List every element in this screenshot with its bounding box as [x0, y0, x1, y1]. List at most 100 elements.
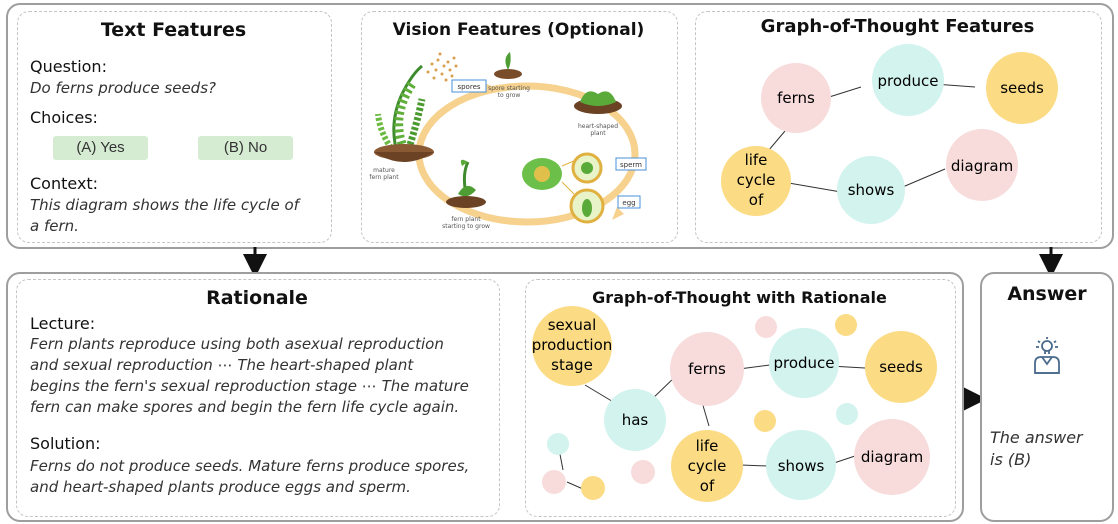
edge-ferns-produce — [738, 364, 771, 370]
node-ferns — [761, 63, 831, 133]
edge-shows-diagram — [897, 168, 946, 190]
answer-panel — [980, 272, 1114, 522]
node-life-label-1: life — [745, 151, 768, 169]
node-life-label-3: of — [749, 191, 764, 209]
reproduction-detail-illustration — [522, 152, 605, 224]
edge-ferns-produce — [825, 86, 862, 99]
node-sexual-label-3: stage — [551, 356, 593, 374]
fern-grow-label-2: starting to grow — [442, 223, 490, 230]
answer-title: Answer — [1007, 283, 1087, 305]
got-rationale-graph: sexual production stage has ferns produc… — [532, 306, 937, 502]
lecture-line-4: fern can make spores and begin the fern … — [30, 398, 460, 416]
node-seeds — [986, 52, 1058, 124]
spores-label: spores — [457, 83, 480, 91]
lecture-line-1: Fern plants reproduce using both asexual… — [30, 335, 444, 353]
node-produce — [872, 44, 944, 116]
question-label: Question: — [30, 57, 107, 76]
sperm-tag — [615, 157, 647, 171]
node-seeds-label: seeds — [1000, 79, 1044, 97]
solution-line-2: and heart-shaped plants produce eggs and… — [30, 478, 411, 496]
node-sexual-label-2: production — [532, 336, 613, 354]
got-features-title: Graph-of-Thought Features — [760, 16, 1035, 37]
small-node-pink-left — [542, 470, 566, 494]
fern-grow-label-1: fern plant — [451, 216, 481, 223]
small-node-mint-left — [547, 433, 569, 455]
node-ferns-r — [670, 332, 744, 406]
lecture-line-3: begins the fern's sexual reproduction st… — [30, 377, 469, 395]
solution-label: Solution: — [30, 434, 101, 453]
node-diagram — [946, 129, 1018, 201]
node-seeds-r — [865, 331, 937, 403]
node-life-cycle-of — [721, 146, 791, 216]
lightbulb-person-icon — [1034, 337, 1060, 374]
heart-shaped-plant-illustration — [574, 91, 622, 114]
node-life-label-2: cycle — [737, 171, 776, 189]
node-diagram-r — [854, 419, 930, 495]
lecture-line-2: and sexual reproduction ⋯ The heart-shap… — [30, 356, 414, 374]
node-has — [604, 389, 666, 451]
node-produce-r-label: produce — [773, 354, 834, 372]
small-node-yellow-top — [835, 314, 857, 336]
node-sexual-production-stage — [532, 306, 612, 386]
heart-label-1: heart-shaped — [578, 123, 618, 130]
got-features-graph: ferns produce seeds life cycle of shows … — [721, 44, 1058, 224]
context-line-2: a fern. — [30, 217, 79, 235]
node-shows-label: shows — [848, 181, 895, 199]
node-shows-r-label: shows — [778, 457, 825, 475]
node-life-cycle-of-r — [671, 430, 743, 502]
edge-small-2 — [566, 481, 584, 490]
small-node-yellow-left — [581, 476, 605, 500]
small-node-yellow-mid — [754, 410, 776, 432]
young-fern-illustration — [446, 159, 486, 208]
mature-fern-plant-illustration — [374, 64, 434, 162]
context-label: Context: — [30, 174, 99, 193]
fern-life-cycle-image: spores spore starting to grow heart-shap… — [369, 52, 647, 230]
mature-label-1: mature — [373, 167, 395, 174]
node-life-r-label-2: cycle — [688, 457, 727, 475]
edge-ferns-life — [701, 401, 710, 427]
small-node-pink-top — [755, 316, 777, 338]
heart-label-2: plant — [590, 130, 606, 137]
got-rationale-title: Graph-of-Thought with Rationale — [592, 288, 887, 307]
node-diagram-r-label: diagram — [861, 448, 923, 466]
node-shows-r — [766, 430, 836, 500]
spore-growing-illustration — [494, 52, 522, 79]
egg-label: egg — [622, 199, 635, 207]
node-life-r-label-3: of — [700, 477, 715, 495]
node-seeds-r-label: seeds — [879, 358, 923, 376]
node-diagram-label: diagram — [951, 157, 1013, 175]
cycle-arrow-2 — [612, 207, 624, 220]
node-life-r-label-1: life — [696, 437, 719, 455]
node-has-label: has — [622, 411, 649, 429]
text-features-title: Text Features — [100, 19, 247, 41]
egg-tag — [617, 195, 641, 209]
edge-sexual-has — [584, 384, 616, 404]
choice-b: (B) No — [198, 136, 293, 160]
spore-grow-label-1: spore starting — [488, 85, 530, 92]
answer-line-2: is (B) — [990, 450, 1032, 469]
vision-features-title: Vision Features (Optional) — [392, 20, 645, 40]
sperm-label: sperm — [620, 161, 642, 169]
node-shows — [837, 156, 905, 224]
node-produce-label: produce — [877, 72, 938, 90]
node-ferns-r-label: ferns — [688, 360, 726, 378]
question-text: Do ferns produce seeds? — [30, 79, 216, 97]
spores-tag — [451, 79, 487, 93]
node-ferns-label: ferns — [777, 89, 815, 107]
node-produce-r — [769, 328, 839, 398]
lecture-label: Lecture: — [30, 314, 96, 333]
solution-line-1: Ferns do not produce seeds. Mature ferns… — [30, 457, 470, 475]
rationale-box — [16, 279, 500, 517]
small-node-mint-mid — [836, 403, 858, 425]
node-sexual-label-1: sexual — [548, 316, 597, 334]
context-line-1: This diagram shows the life cycle of — [30, 196, 299, 214]
spore-dots — [426, 52, 458, 82]
rationale-title: Rationale — [206, 287, 308, 309]
choice-a: (A) Yes — [53, 136, 148, 160]
text-features-box — [17, 11, 332, 243]
answer-line-1: The answer — [990, 428, 1083, 447]
small-node-pink-bottom — [631, 460, 655, 484]
mature-label-2: fern plant — [369, 174, 399, 181]
spore-grow-label-2: to grow — [498, 92, 521, 99]
edge-life-shows — [740, 464, 769, 467]
